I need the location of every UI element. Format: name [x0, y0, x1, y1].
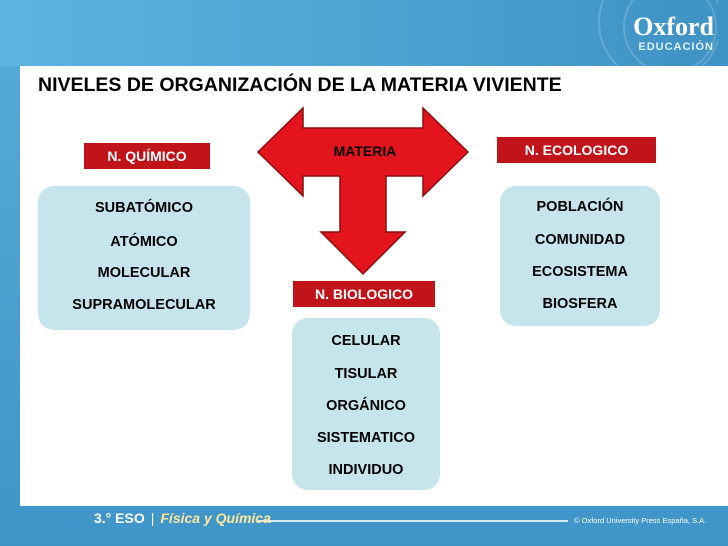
logo-decoration	[568, 0, 718, 66]
biologico-box	[292, 318, 440, 490]
materia-label: MATERIA	[333, 143, 397, 159]
quimico-box	[38, 186, 250, 330]
biologico-item-individuo: INDIVIDUO	[328, 462, 404, 478]
quimico-item-supramolecular: SUPRAMOLECULAR	[72, 297, 216, 313]
materia-arrow-shape	[256, 106, 470, 276]
oxford-logo: Oxford EDUCACIÓN	[633, 12, 714, 54]
quimico-item-atomico: ATÓMICO	[110, 234, 178, 250]
logo-word: Oxford	[633, 12, 714, 41]
quimico-item-subatomico: SUBATÓMICO	[94, 200, 193, 216]
footer-divider	[258, 520, 568, 522]
ecologico-box	[500, 186, 660, 326]
biologico-label: N. BIOLOGICO	[293, 281, 435, 307]
footer-copyright: © Oxford University Press España, S.A.	[574, 516, 707, 525]
ecologico-item-poblacion: POBLACIÓN	[536, 199, 624, 215]
biologico-item-sistematico: SISTEMATICO	[316, 430, 415, 446]
footer-course-name: Física y Química	[160, 510, 271, 526]
quimico-item-molecular: MOLECULAR	[97, 265, 191, 281]
quimico-label: N. QUÍMICO	[84, 143, 210, 169]
ecologico-item-biosfera: BIOSFERA	[542, 296, 618, 312]
biologico-item-celular: CELULAR	[331, 333, 401, 349]
footer-separator: |	[150, 510, 155, 526]
logo-subtitle: EDUCACIÓN	[638, 41, 714, 53]
ecologico-item-comunidad: COMUNIDAD	[534, 232, 626, 248]
ecologico-label: N. ECOLOGICO	[497, 137, 656, 163]
page-title: NIVELES DE ORGANIZACIÓN DE LA MATERIA VI…	[38, 74, 562, 96]
biologico-item-organico: ORGÁNICO	[326, 398, 406, 414]
ecologico-item-ecosistema: ECOSISTEMA	[532, 264, 628, 280]
biologico-item-tisular: TISULAR	[334, 366, 398, 382]
footer-grade: 3.° ESO	[94, 510, 145, 526]
footer-course: 3.° ESO | Física y Química	[94, 510, 271, 526]
